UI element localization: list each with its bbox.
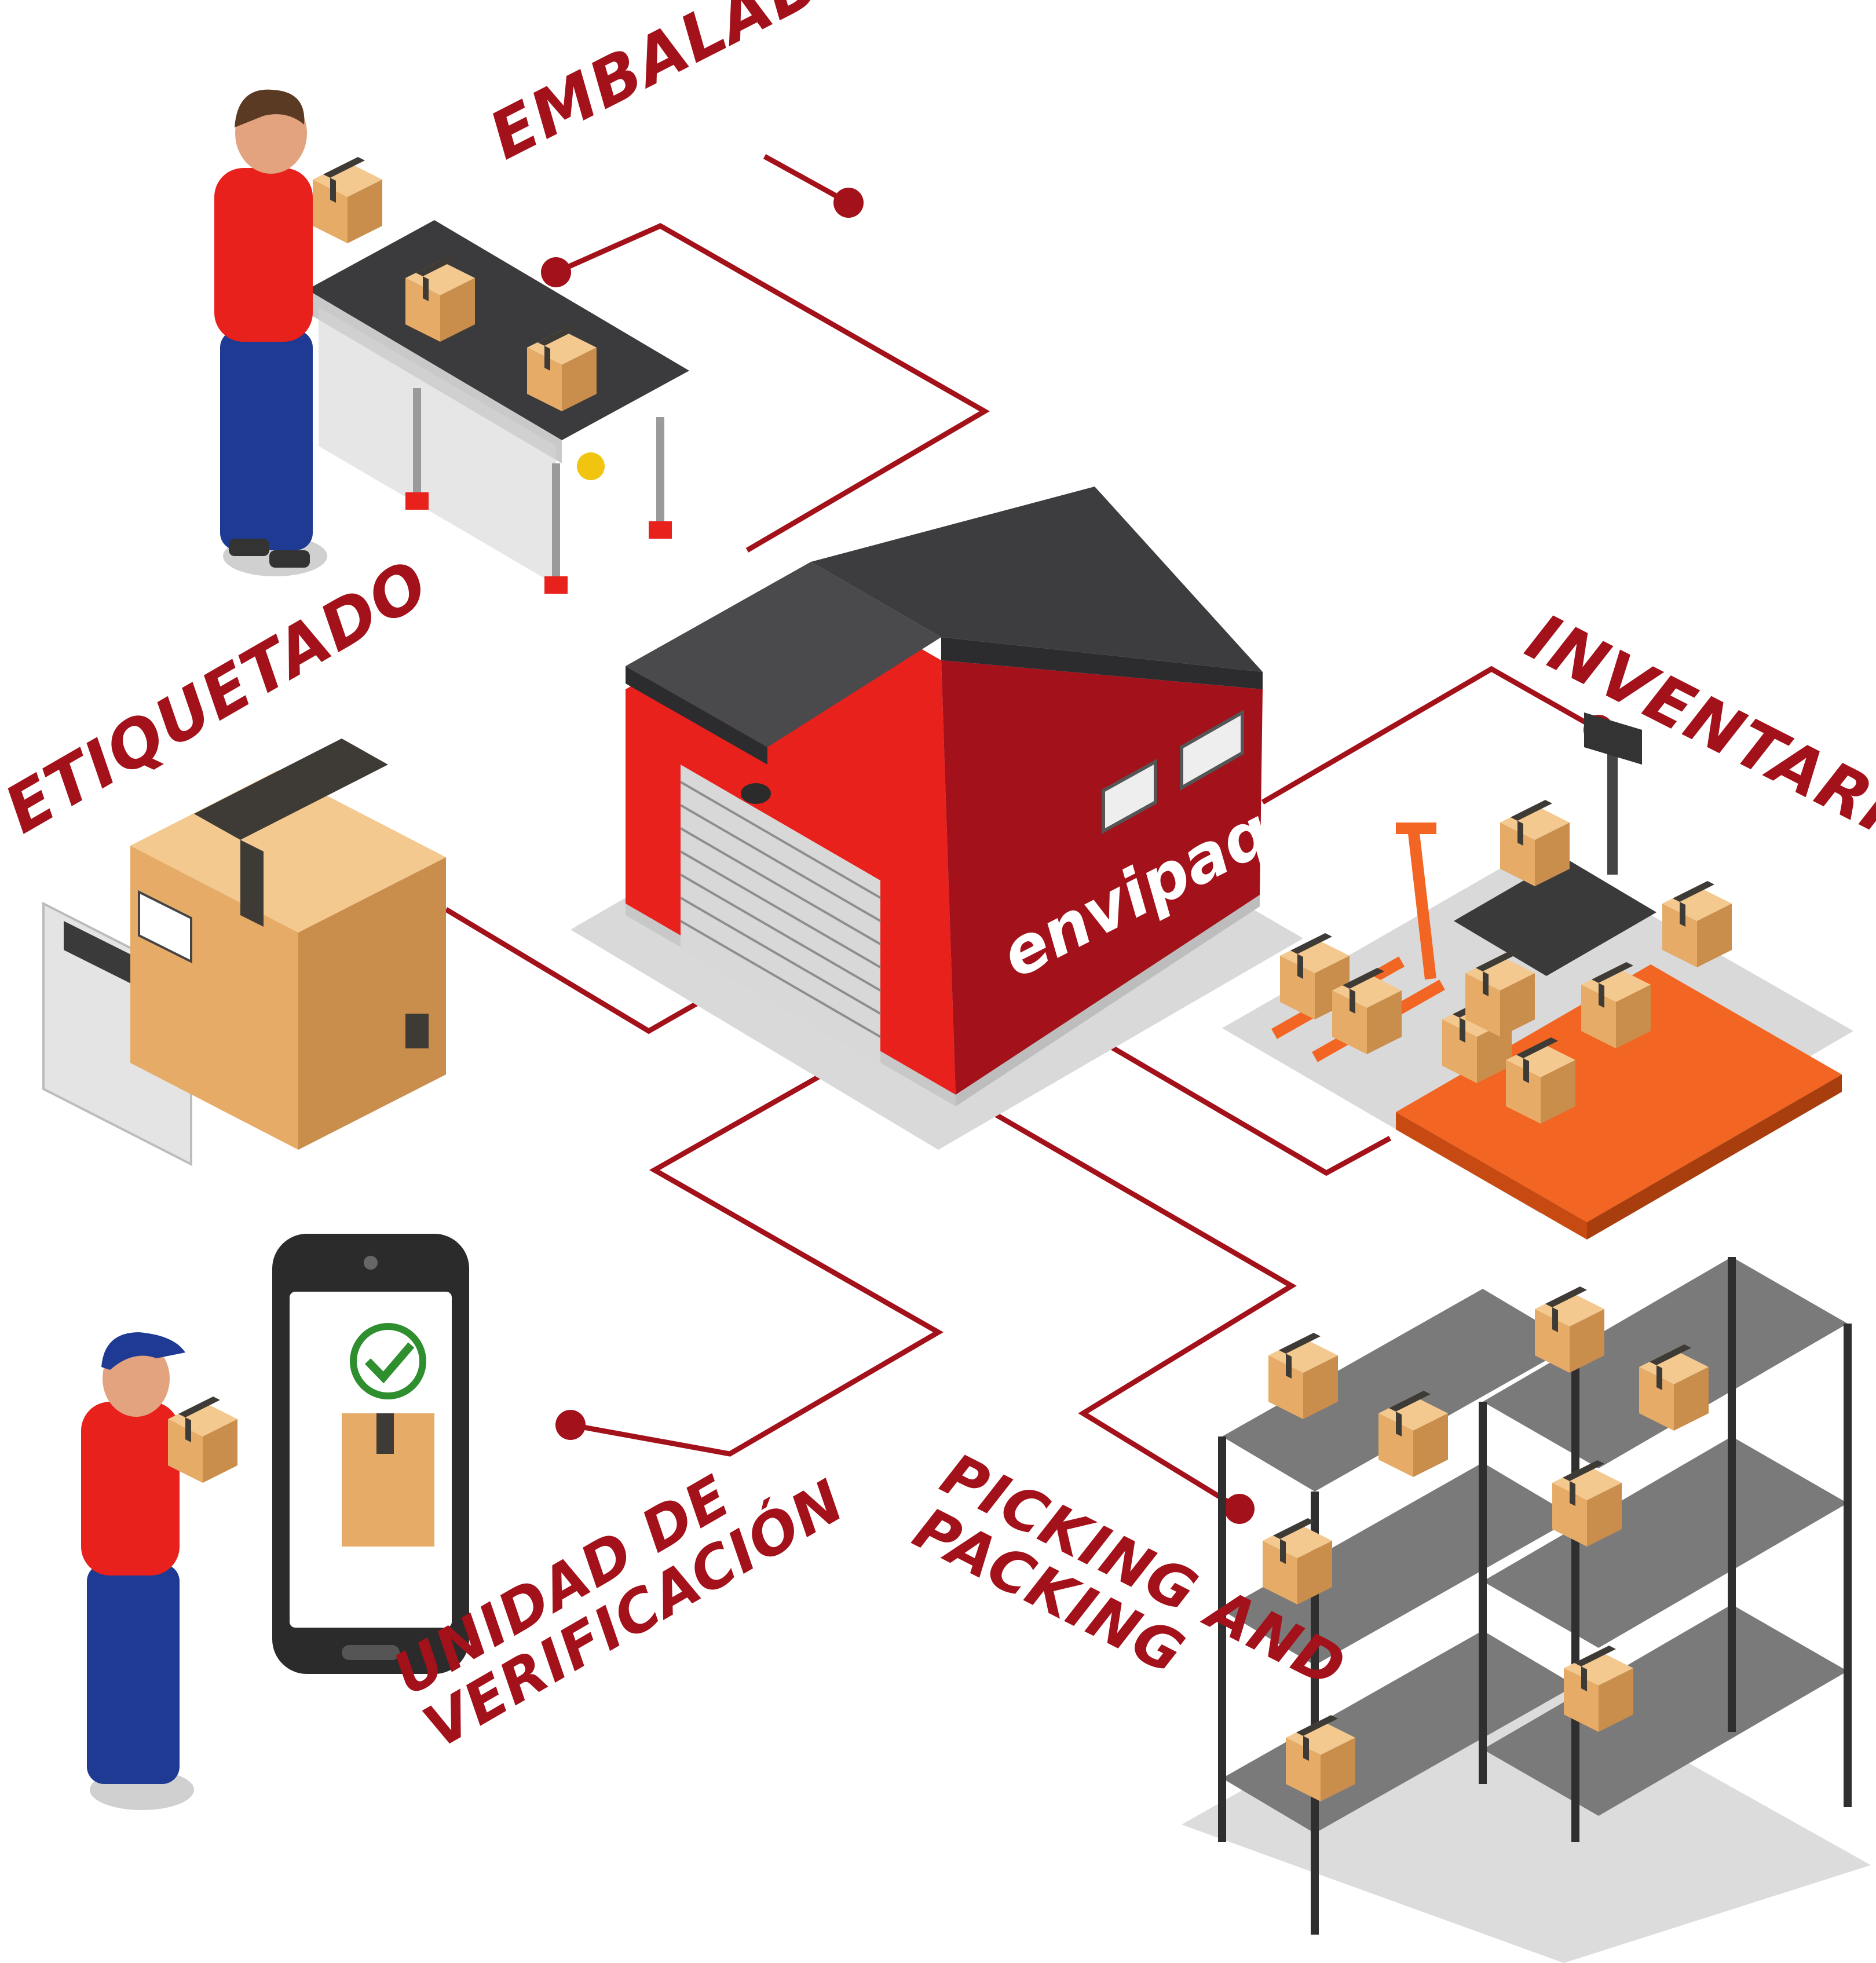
verifier-box bbox=[168, 1397, 237, 1483]
connector-picking bbox=[960, 1092, 1297, 1511]
shelf-box-7 bbox=[1552, 1460, 1622, 1547]
checkmark-icon bbox=[350, 1323, 426, 1399]
cardboard-box-icon bbox=[130, 739, 446, 1150]
shelving-rack-icon bbox=[1182, 1257, 1871, 1963]
worker-icon bbox=[214, 89, 327, 576]
connector-inventarios bbox=[1261, 666, 1600, 805]
shelf-box-3 bbox=[1263, 1518, 1332, 1604]
inventory-box-1 bbox=[1500, 800, 1570, 886]
inventory-box-2 bbox=[1662, 881, 1732, 967]
node-embalado-a bbox=[541, 257, 571, 287]
shelf-box-5 bbox=[1535, 1286, 1604, 1373]
node-picking bbox=[1224, 1494, 1255, 1524]
verifier-worker-icon bbox=[81, 1332, 194, 1810]
box-in-hands bbox=[313, 157, 382, 243]
scale-icon bbox=[1454, 712, 1656, 976]
connector-embalado bbox=[555, 222, 990, 553]
shelf-box-1 bbox=[1268, 1333, 1338, 1419]
warehouse-icon bbox=[571, 487, 1303, 1150]
node-verificacion bbox=[555, 1410, 586, 1440]
connector-lines bbox=[444, 154, 1600, 1511]
tablet-icon bbox=[272, 1234, 469, 1674]
connector-verificacion bbox=[570, 1046, 944, 1457]
pallet-icon bbox=[1222, 849, 1853, 1240]
node-embalado-b bbox=[833, 188, 864, 218]
connector-embalado-branch bbox=[763, 154, 850, 205]
conveyor-belt-icon bbox=[307, 220, 689, 594]
connector-inventarios-low bbox=[1087, 1032, 1392, 1176]
